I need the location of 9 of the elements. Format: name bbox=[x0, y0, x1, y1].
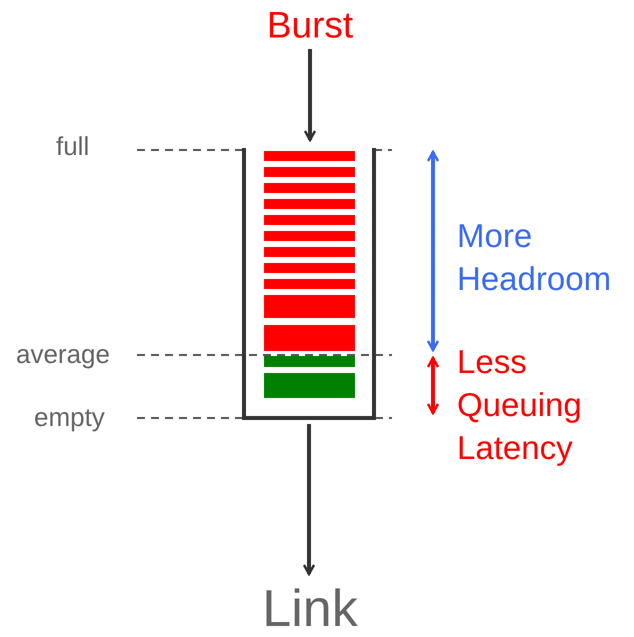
burst-label: Burst bbox=[266, 6, 354, 44]
headroom-label: More Headroom bbox=[457, 216, 612, 299]
arrow bbox=[302, 424, 316, 576]
arrow bbox=[304, 49, 316, 142]
link-label: Link bbox=[262, 582, 358, 634]
level-label: empty bbox=[34, 404, 105, 430]
level-label: average bbox=[16, 341, 110, 367]
latency-label: Less Queuing Latency bbox=[457, 342, 582, 468]
level-label: full bbox=[56, 133, 90, 159]
